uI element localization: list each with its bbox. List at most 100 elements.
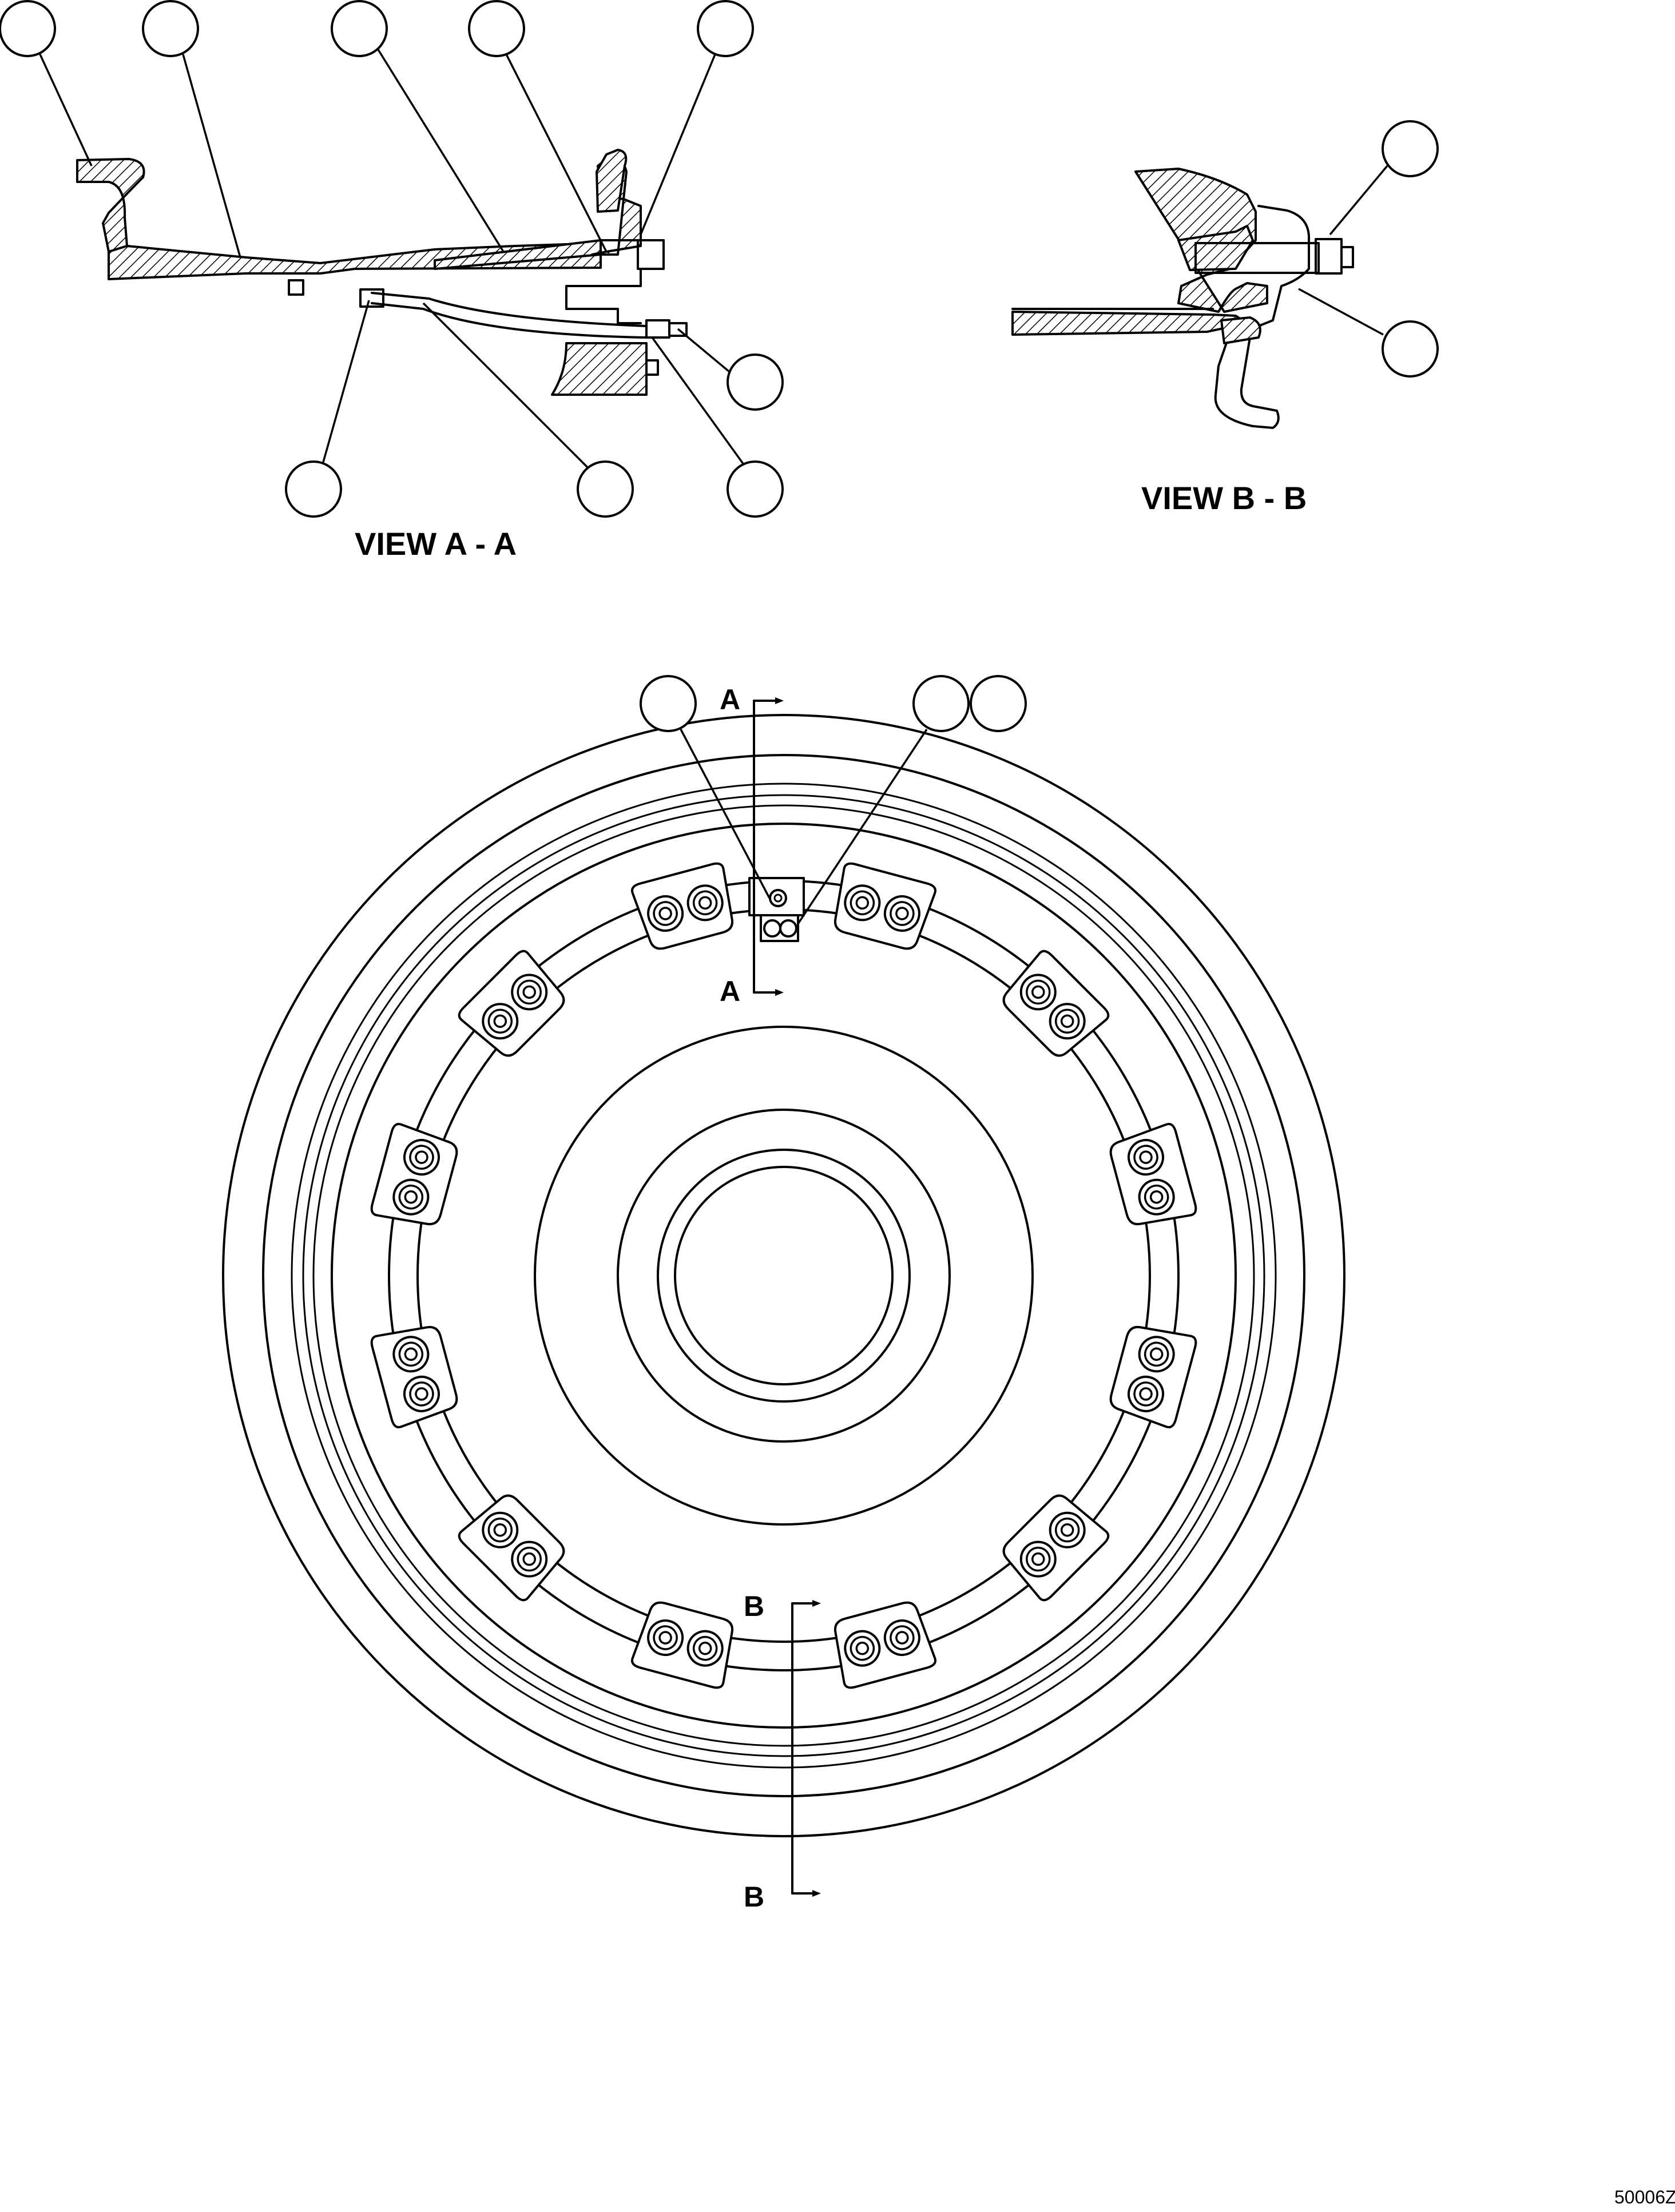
valve-fitting	[359, 288, 384, 308]
view-b-washer	[1340, 246, 1354, 268]
rim-flange-left	[76, 158, 145, 253]
lug-body	[833, 862, 937, 950]
lug-body	[630, 1601, 734, 1689]
lug-bolt	[1026, 1546, 1051, 1572]
lug-bolt	[653, 1625, 678, 1650]
lug-bolt	[1031, 1552, 1045, 1566]
rim-ring-2	[302, 794, 1265, 1757]
lug-bolt	[398, 1184, 424, 1210]
lug-bolt	[1149, 1347, 1164, 1361]
lug-bolt	[1060, 1523, 1074, 1537]
lug-body	[458, 950, 565, 1057]
callout-bubble	[970, 675, 1027, 732]
lug-bolt	[883, 1619, 920, 1657]
lug-body	[833, 1601, 937, 1689]
lug-bolt	[1019, 1540, 1057, 1578]
lug-bolt	[482, 1511, 519, 1548]
tire-outer	[222, 714, 1345, 1837]
callout-bubble	[912, 675, 970, 732]
hub-inner	[657, 1149, 911, 1403]
lug-bolt	[895, 907, 909, 920]
lug-bolt	[1139, 1150, 1153, 1164]
bolt-lug	[458, 950, 565, 1057]
bolt-lug	[1109, 1122, 1197, 1226]
lug-bolt	[522, 985, 536, 999]
callout-bubble	[331, 0, 388, 57]
lug-bolt	[487, 1008, 513, 1034]
lug-bolt	[844, 1630, 881, 1667]
callout-bubble	[640, 675, 697, 732]
lug-bolt	[517, 979, 542, 1005]
lug-body	[1109, 1325, 1197, 1429]
valve-tube-inner	[371, 302, 648, 339]
lug-bolt	[403, 1139, 440, 1176]
lug-body	[630, 862, 734, 950]
lug-bolt	[415, 1150, 428, 1164]
bolt-lug	[1002, 950, 1110, 1057]
lug-bolt	[1133, 1381, 1158, 1407]
lug-bolt	[403, 1375, 440, 1412]
lug-bolt	[653, 901, 678, 926]
lug-bolt	[1031, 985, 1045, 999]
view-b-title: VIEW B - B	[1141, 480, 1307, 516]
bolt-lug	[833, 1601, 937, 1689]
valve-block	[637, 239, 665, 270]
hub-bolt	[645, 359, 659, 376]
bolt-lug	[833, 862, 937, 950]
bolt-lug	[1002, 1494, 1110, 1602]
lug-bolt	[1138, 1336, 1175, 1373]
callout-bubble	[0, 0, 56, 57]
lug-bolt	[692, 1635, 718, 1661]
lug-bolt	[1049, 1511, 1086, 1548]
lug-bolt	[647, 895, 684, 932]
valve-cap	[668, 322, 688, 337]
lug-bolt	[1128, 1375, 1165, 1412]
lug-bolt	[850, 1635, 875, 1661]
lug-bolt	[890, 901, 915, 926]
lug-bolt	[415, 1387, 428, 1401]
lug-body	[1002, 1494, 1110, 1602]
view-a-section: VIEW A - A	[0, 0, 784, 562]
lug-bolt	[1138, 1178, 1175, 1216]
lug-bolt	[1139, 1387, 1153, 1401]
view-b-clamp	[1257, 205, 1311, 327]
bolt-lug	[630, 1601, 734, 1689]
rim-ring-4	[331, 823, 1237, 1729]
lug-bolt	[1128, 1139, 1165, 1176]
lug-bolt	[511, 1540, 548, 1578]
hub-outer	[534, 1026, 1034, 1526]
lug-bolt	[855, 896, 870, 910]
bolt-lug	[370, 1325, 458, 1429]
hub-bore	[674, 1166, 894, 1385]
lug-bolt	[1054, 1008, 1080, 1034]
bolt-lug	[458, 1494, 565, 1602]
drawing-number: 50006Z	[1614, 2187, 1675, 2207]
section-b-bottom: B	[744, 1881, 764, 1913]
lug-bolt	[1019, 974, 1057, 1011]
valve-tube	[371, 292, 648, 327]
lug-bolt	[686, 1630, 724, 1667]
lug-bolt	[392, 1336, 430, 1373]
lug-body	[458, 1494, 565, 1602]
section-b-top: B	[744, 1590, 764, 1622]
hub-lower	[551, 342, 648, 396]
lug-bolt	[409, 1145, 434, 1170]
callout-bubble	[1382, 320, 1439, 378]
wheel-front-view: A A B B	[222, 675, 1345, 1913]
view-b-section: VIEW B - B	[1011, 120, 1439, 516]
lug-bolt	[890, 1625, 915, 1650]
view-a-title: VIEW A - A	[355, 526, 517, 562]
lug-bolt	[1026, 979, 1051, 1005]
lug-bolt	[844, 884, 881, 922]
lug-bolt	[1149, 1190, 1164, 1204]
lug-body	[370, 1325, 458, 1429]
bolt-lug	[1109, 1325, 1197, 1429]
lug-bolt	[1144, 1184, 1169, 1210]
callout-bubble	[468, 0, 525, 57]
callout-bubble	[1382, 120, 1439, 177]
lug-bolt	[1144, 1341, 1169, 1367]
lug-bolt	[1054, 1518, 1080, 1543]
bolt-lugs	[370, 862, 1197, 1689]
lug-body	[1002, 950, 1110, 1057]
lug-bolt	[404, 1190, 418, 1204]
